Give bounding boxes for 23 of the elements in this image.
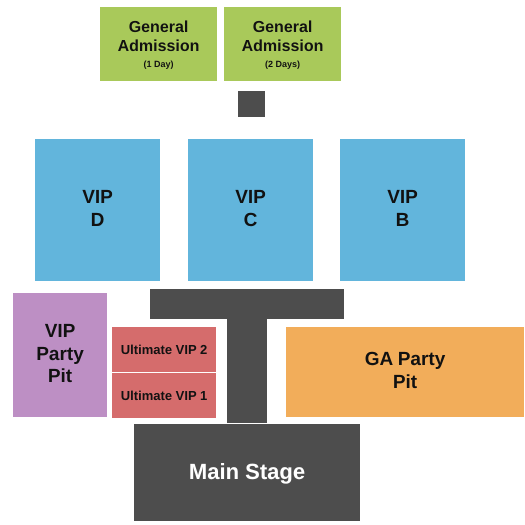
section-note: (1 Day) <box>143 59 174 70</box>
section-label: VIP Party Pit <box>35 320 85 390</box>
seating-section <box>13 293 107 417</box>
section-label: General Admission <box>240 18 324 56</box>
seating-section <box>112 327 216 372</box>
sound-booth <box>238 91 265 117</box>
seating-section <box>188 139 313 281</box>
section-label: Main Stage <box>188 459 306 486</box>
seating-section <box>112 373 216 418</box>
ticket-area <box>100 7 217 81</box>
stage <box>134 424 360 521</box>
section-label: GA Party Pit <box>364 349 446 395</box>
section-label: VIP C <box>234 187 267 233</box>
section-note: (2 Days) <box>264 59 300 70</box>
seating-section <box>340 139 465 281</box>
seating-section <box>35 139 160 281</box>
ticket-area <box>224 7 341 81</box>
section-label: VIP B <box>386 187 419 233</box>
section-label: VIP D <box>81 187 114 233</box>
section-label: Ultimate VIP 1 <box>120 388 208 404</box>
seating-section <box>286 327 524 417</box>
section-label: General Admission <box>116 18 200 56</box>
section-label: Ultimate VIP 2 <box>120 342 208 358</box>
